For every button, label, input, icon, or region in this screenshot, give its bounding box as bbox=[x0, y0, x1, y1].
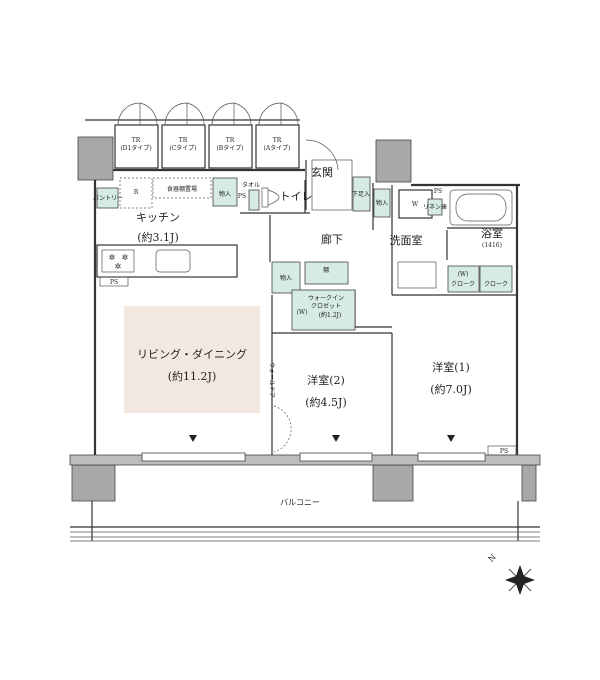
pillar bbox=[372, 464, 414, 502]
svg-text:(Aタイプ): (Aタイプ) bbox=[263, 144, 290, 152]
svg-text:✲: ✲ bbox=[109, 253, 116, 262]
compass-icon: N bbox=[487, 553, 535, 595]
storage bbox=[212, 177, 238, 207]
svg-text:✲: ✲ bbox=[122, 253, 129, 262]
storage bbox=[373, 188, 391, 218]
trunk-room-d1 bbox=[114, 124, 159, 169]
pillar bbox=[375, 139, 412, 183]
svg-text:TR: TR bbox=[273, 137, 282, 144]
svg-text:PS: PS bbox=[500, 448, 508, 455]
svg-text:(約1.2J): (約1.2J) bbox=[319, 311, 342, 319]
vanity bbox=[397, 261, 437, 289]
svg-text:✲: ✲ bbox=[115, 262, 122, 271]
shoe-cabinet bbox=[352, 176, 371, 212]
trunk-room-c bbox=[161, 124, 206, 169]
svg-text:トイレ: トイレ bbox=[280, 190, 313, 203]
pillar bbox=[521, 464, 537, 502]
svg-text:玄関: 玄関 bbox=[311, 165, 333, 179]
wic-area: 物入 棚 ウォークイン クロゼット (約1.2J) (W) bbox=[271, 261, 356, 331]
toilet-area: タオル トイレ bbox=[242, 181, 313, 211]
svg-text:PS: PS bbox=[238, 193, 246, 200]
svg-text:TR: TR bbox=[226, 137, 235, 144]
svg-text:食器棚置場: 食器棚置場 bbox=[167, 185, 197, 193]
cloak bbox=[479, 265, 513, 293]
kitchen-area: パントリー R 食器棚置場 物入 PS キッチン (約3.1J) ✲✲✲ PS bbox=[93, 177, 246, 287]
shelf bbox=[304, 261, 349, 285]
storage bbox=[271, 261, 301, 294]
svg-text:洋室(1): 洋室(1) bbox=[432, 360, 470, 374]
kitchen-counter bbox=[96, 244, 238, 278]
svg-text:R: R bbox=[134, 189, 139, 196]
fridge-space bbox=[119, 177, 153, 209]
walk-in-closet bbox=[291, 289, 356, 331]
svg-text:クローク: クローク bbox=[484, 281, 508, 288]
windows bbox=[141, 435, 486, 462]
svg-text:(約4.5J): (約4.5J) bbox=[305, 395, 347, 409]
svg-text:廊下: 廊下 bbox=[321, 232, 343, 246]
svg-text:(Bタイプ): (Bタイプ) bbox=[216, 144, 243, 152]
living-dining-highlight bbox=[124, 306, 260, 413]
svg-text:(約11.2J): (約11.2J) bbox=[168, 369, 217, 383]
svg-text:下足入: 下足入 bbox=[352, 191, 370, 198]
svg-text:(約7.0J): (約7.0J) bbox=[430, 382, 472, 396]
window-marker-icon bbox=[447, 435, 455, 442]
dish-shelf-space bbox=[152, 177, 212, 199]
stove-icon bbox=[101, 249, 135, 273]
svg-text:PS: PS bbox=[110, 279, 118, 286]
svg-text:(Cタイプ): (Cタイプ) bbox=[169, 144, 196, 152]
entrance-area: 玄関 下足入 物入 bbox=[305, 139, 391, 218]
svg-text:リビング・ダイニング: リビング・ダイニング bbox=[137, 347, 247, 361]
svg-text:物入: 物入 bbox=[219, 190, 231, 198]
svg-text:(W): (W) bbox=[458, 271, 469, 278]
svg-text:ウォークイン: ウォークイン bbox=[308, 294, 344, 302]
svg-text:キッチン: キッチン bbox=[136, 211, 180, 224]
svg-text:タオル: タオル bbox=[242, 181, 260, 189]
svg-text:PS: PS bbox=[434, 188, 442, 195]
svg-text:物入: 物入 bbox=[376, 199, 388, 207]
trunk-room-a bbox=[255, 124, 300, 169]
svg-text:TR: TR bbox=[179, 137, 188, 144]
svg-text:TR: TR bbox=[132, 137, 141, 144]
svg-text:棚: 棚 bbox=[323, 266, 329, 274]
svg-text:クローク: クローク bbox=[451, 281, 475, 288]
svg-text:W: W bbox=[412, 201, 419, 208]
svg-text:洗面室: 洗面室 bbox=[390, 233, 423, 247]
trunk-room-strip: TR (D1タイプ) TR (Cタイプ) TR (Bタイプ) TR (Aタイプ) bbox=[85, 102, 305, 172]
svg-text:浴室: 浴室 bbox=[481, 226, 503, 240]
svg-text:N: N bbox=[487, 553, 498, 564]
svg-text:物入: 物入 bbox=[280, 274, 292, 282]
svg-text:(1416): (1416) bbox=[482, 242, 502, 249]
svg-text:ウォールドア: ウォールドア bbox=[268, 362, 276, 398]
washroom-area: W PS リネン庫 洗面室 浴室 (1416) (W) クローク クローク bbox=[390, 188, 513, 293]
svg-text:(約3.1J): (約3.1J) bbox=[137, 230, 179, 244]
svg-text:バルコニー: バルコニー bbox=[280, 498, 320, 507]
svg-text:パントリー: パントリー bbox=[93, 195, 123, 202]
svg-text:(D1タイプ): (D1タイプ) bbox=[120, 144, 151, 152]
pillar bbox=[77, 136, 114, 181]
svg-text:(W): (W) bbox=[297, 309, 308, 316]
svg-text:リネン庫: リネン庫 bbox=[423, 203, 447, 211]
pantry bbox=[96, 187, 119, 209]
window-marker-icon bbox=[332, 435, 340, 442]
window-marker-icon bbox=[189, 435, 197, 442]
trunk-room-b bbox=[208, 124, 253, 169]
cloak-w bbox=[447, 265, 480, 293]
svg-text:洋室(2): 洋室(2) bbox=[307, 373, 345, 387]
bathtub-icon bbox=[449, 189, 513, 226]
pillar bbox=[71, 464, 116, 502]
svg-text:クロゼット: クロゼット bbox=[311, 302, 341, 310]
sink-icon bbox=[155, 249, 191, 273]
